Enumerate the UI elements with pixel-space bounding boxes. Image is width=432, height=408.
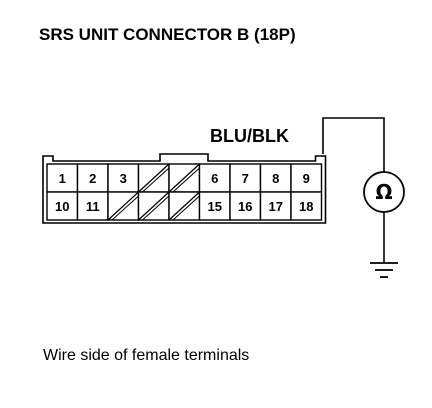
connector-pin-grid: 1 2 3 6 7 8 9 10 11 15 16 17 18 bbox=[46, 163, 323, 221]
blank-slash bbox=[107, 191, 139, 221]
blank-slash-inner bbox=[111, 195, 139, 221]
pin-cell-box bbox=[46, 191, 79, 221]
bottom-row-cell: 18 bbox=[290, 191, 323, 221]
pin-number: 2 bbox=[89, 171, 96, 186]
pin-number: 6 bbox=[211, 171, 218, 186]
diagram-title: SRS UNIT CONNECTOR B (18P) bbox=[39, 25, 296, 44]
ground-icon bbox=[370, 262, 398, 278]
pin-number: 18 bbox=[299, 199, 313, 214]
bottom-row-cell: 17 bbox=[259, 191, 292, 221]
pin-number: 16 bbox=[238, 199, 252, 214]
blank-slash-inner bbox=[172, 167, 200, 193]
bottom-row-cell bbox=[107, 191, 140, 221]
top-row-cell: 8 bbox=[259, 163, 292, 193]
blank-slash bbox=[168, 163, 200, 193]
blank-slash bbox=[138, 163, 170, 193]
pin-cell-box bbox=[76, 191, 109, 221]
blank-slash bbox=[138, 191, 170, 221]
pin-number: 15 bbox=[208, 199, 222, 214]
wire-color-label: BLU/BLK bbox=[210, 126, 289, 146]
pin-number: 11 bbox=[86, 199, 100, 214]
test-wiring bbox=[322, 117, 385, 262]
bottom-row-cell: 10 bbox=[46, 191, 79, 221]
bottom-row-cell: 15 bbox=[198, 191, 231, 221]
bottom-row-cell bbox=[137, 191, 170, 221]
pin-number: 3 bbox=[120, 171, 127, 186]
bottom-row-cell bbox=[168, 191, 201, 221]
blank-slash bbox=[168, 191, 200, 221]
pin-cell-box bbox=[259, 163, 292, 193]
pin-cell-box bbox=[290, 191, 323, 221]
pin-number: 1 bbox=[59, 171, 66, 186]
top-row-cell: 7 bbox=[229, 163, 262, 193]
blank-slash-inner bbox=[142, 195, 170, 221]
pin-cell-box bbox=[259, 191, 292, 221]
top-row-cell: 9 bbox=[290, 163, 323, 193]
housing-outline bbox=[42, 153, 327, 224]
pin-number: 10 bbox=[55, 199, 69, 214]
connector-housing bbox=[42, 153, 327, 224]
pin-number: 7 bbox=[242, 171, 249, 186]
top-row-cell: 1 bbox=[46, 163, 79, 193]
top-row-cell bbox=[137, 163, 170, 193]
diagram-caption: Wire side of female terminals bbox=[43, 347, 249, 364]
blank-slash-inner bbox=[142, 167, 170, 193]
bottom-row-cell: 16 bbox=[229, 191, 262, 221]
pin-number: 17 bbox=[269, 199, 283, 214]
top-row-cell: 6 bbox=[198, 163, 231, 193]
top-row-cell: 3 bbox=[107, 163, 140, 193]
blank-slash-inner bbox=[172, 195, 200, 221]
ohmmeter-icon: Ω bbox=[363, 171, 405, 213]
probe-wire bbox=[322, 117, 385, 172]
pin-cell-box bbox=[76, 163, 109, 193]
pin-number: 9 bbox=[303, 171, 310, 186]
pin-cell-box bbox=[290, 163, 323, 193]
bottom-row-cell: 11 bbox=[76, 191, 109, 221]
meter-symbol: Ω bbox=[375, 180, 392, 204]
top-row-cell: 2 bbox=[76, 163, 109, 193]
top-row-cell bbox=[168, 163, 201, 193]
pin-number: 8 bbox=[272, 171, 279, 186]
